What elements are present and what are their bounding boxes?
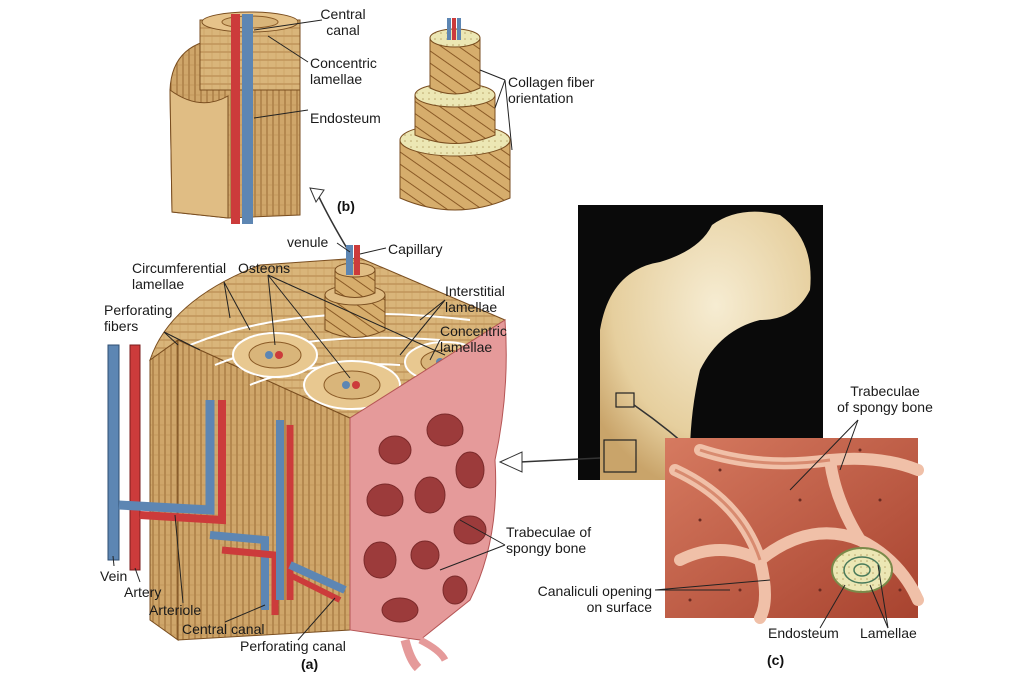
label-perforating-canal: Perforating canal: [240, 638, 346, 654]
artery-vessel-b: [231, 14, 240, 224]
vein-vessel-b: [242, 14, 253, 224]
label-trabeculae-a: Trabeculae of spongy bone: [506, 524, 592, 556]
label-endosteum-b: Endosteum: [310, 110, 381, 126]
label-canaliculi: Canaliculi opening on surface: [537, 583, 652, 615]
label-capillary: Capillary: [388, 241, 443, 257]
arrow-to-a: [498, 451, 523, 473]
vessels-a: [107, 344, 347, 615]
osteon-cutaway-b: [169, 11, 301, 224]
spongy-bone-inset-c: [665, 438, 924, 624]
osteon-1: [232, 332, 318, 378]
femur-photo: [578, 205, 823, 480]
label-concentric-lamellae-a: Concentric lamellae: [440, 323, 507, 355]
label-collagen-fiber: Collagen fiber orientation: [508, 74, 595, 106]
label-perforating-fibers: Perforating fibers: [104, 302, 173, 334]
label-venule: venule: [287, 234, 329, 250]
photo-region-large: [603, 439, 637, 473]
label-central-canal-b: Central canal: [320, 6, 366, 38]
label-circumferential-lamellae: Circumferential lamellae: [132, 260, 227, 292]
panel-label-a: (a): [301, 656, 319, 672]
label-lamellae-c: Lamellae: [860, 625, 917, 641]
label-artery: Artery: [124, 584, 162, 600]
arrow-to-b: [317, 194, 349, 251]
label-trabeculae-c: Trabeculae of spongy bone: [837, 383, 933, 415]
label-vein: Vein: [100, 568, 128, 584]
osteon-2: [303, 360, 401, 410]
panel-label-c: (c): [767, 652, 785, 668]
trabecula-cross-section: [831, 547, 893, 593]
spongy-bone-holes: [363, 413, 487, 623]
leader-lines: [112, 19, 889, 641]
label-concentric-lamellae-b: Concentric lamellae: [310, 55, 377, 87]
photo-region-small: [615, 392, 635, 408]
panel-label-b: (b): [337, 198, 355, 214]
label-arteriole: Arteriole: [149, 602, 202, 618]
label-central-canal-a: Central canal: [182, 621, 265, 637]
label-endosteum-c: Endosteum: [768, 625, 839, 641]
label-interstitial-lamellae: Interstitial lamellae: [445, 283, 505, 315]
label-osteons: Osteons: [238, 260, 291, 276]
collagen-cylinders: [399, 18, 511, 211]
protruding-osteon: [324, 245, 386, 338]
